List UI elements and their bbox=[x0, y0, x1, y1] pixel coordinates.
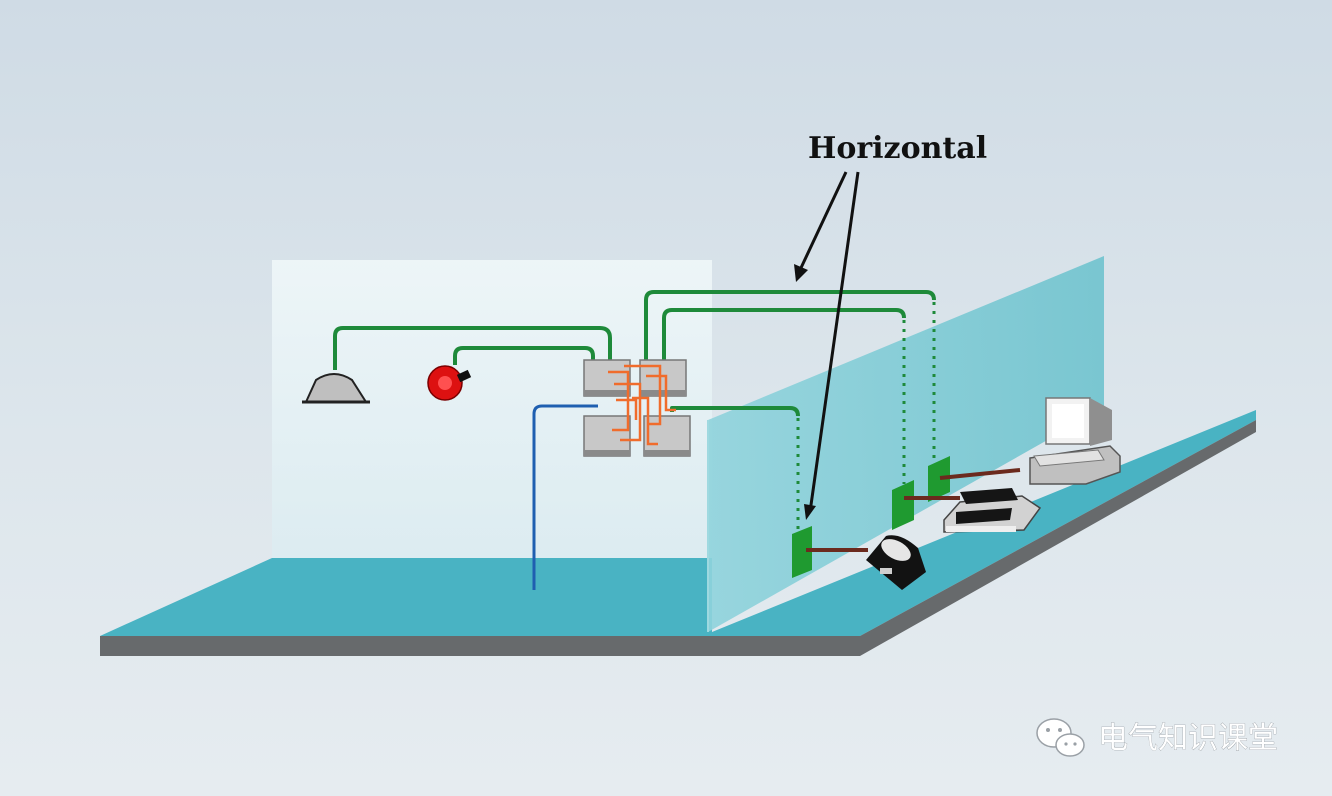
patch-cords bbox=[806, 468, 1021, 552]
arrowhead bbox=[794, 264, 808, 282]
callout-label: Horizontal bbox=[808, 131, 987, 166]
alarm-bell-icon bbox=[427, 365, 472, 401]
horizontal-cables bbox=[333, 290, 936, 417]
wall-jack-icon bbox=[792, 456, 950, 578]
telephone-icon bbox=[866, 535, 926, 590]
back-wall bbox=[272, 260, 712, 558]
floor bbox=[100, 410, 1256, 636]
arrowhead bbox=[804, 504, 816, 520]
callout-arrows bbox=[798, 171, 860, 513]
patch-panel-icon bbox=[583, 359, 691, 457]
watermark-text: 电气知识课堂 bbox=[1098, 721, 1278, 756]
printer-icon bbox=[943, 488, 1042, 533]
ceiling-speaker-icon bbox=[302, 373, 370, 404]
cable-drops bbox=[796, 302, 936, 532]
jumper-wires bbox=[608, 364, 676, 446]
computer-icon bbox=[1029, 397, 1121, 485]
backbone-cable bbox=[532, 404, 598, 590]
wechat-icon bbox=[1036, 718, 1085, 757]
